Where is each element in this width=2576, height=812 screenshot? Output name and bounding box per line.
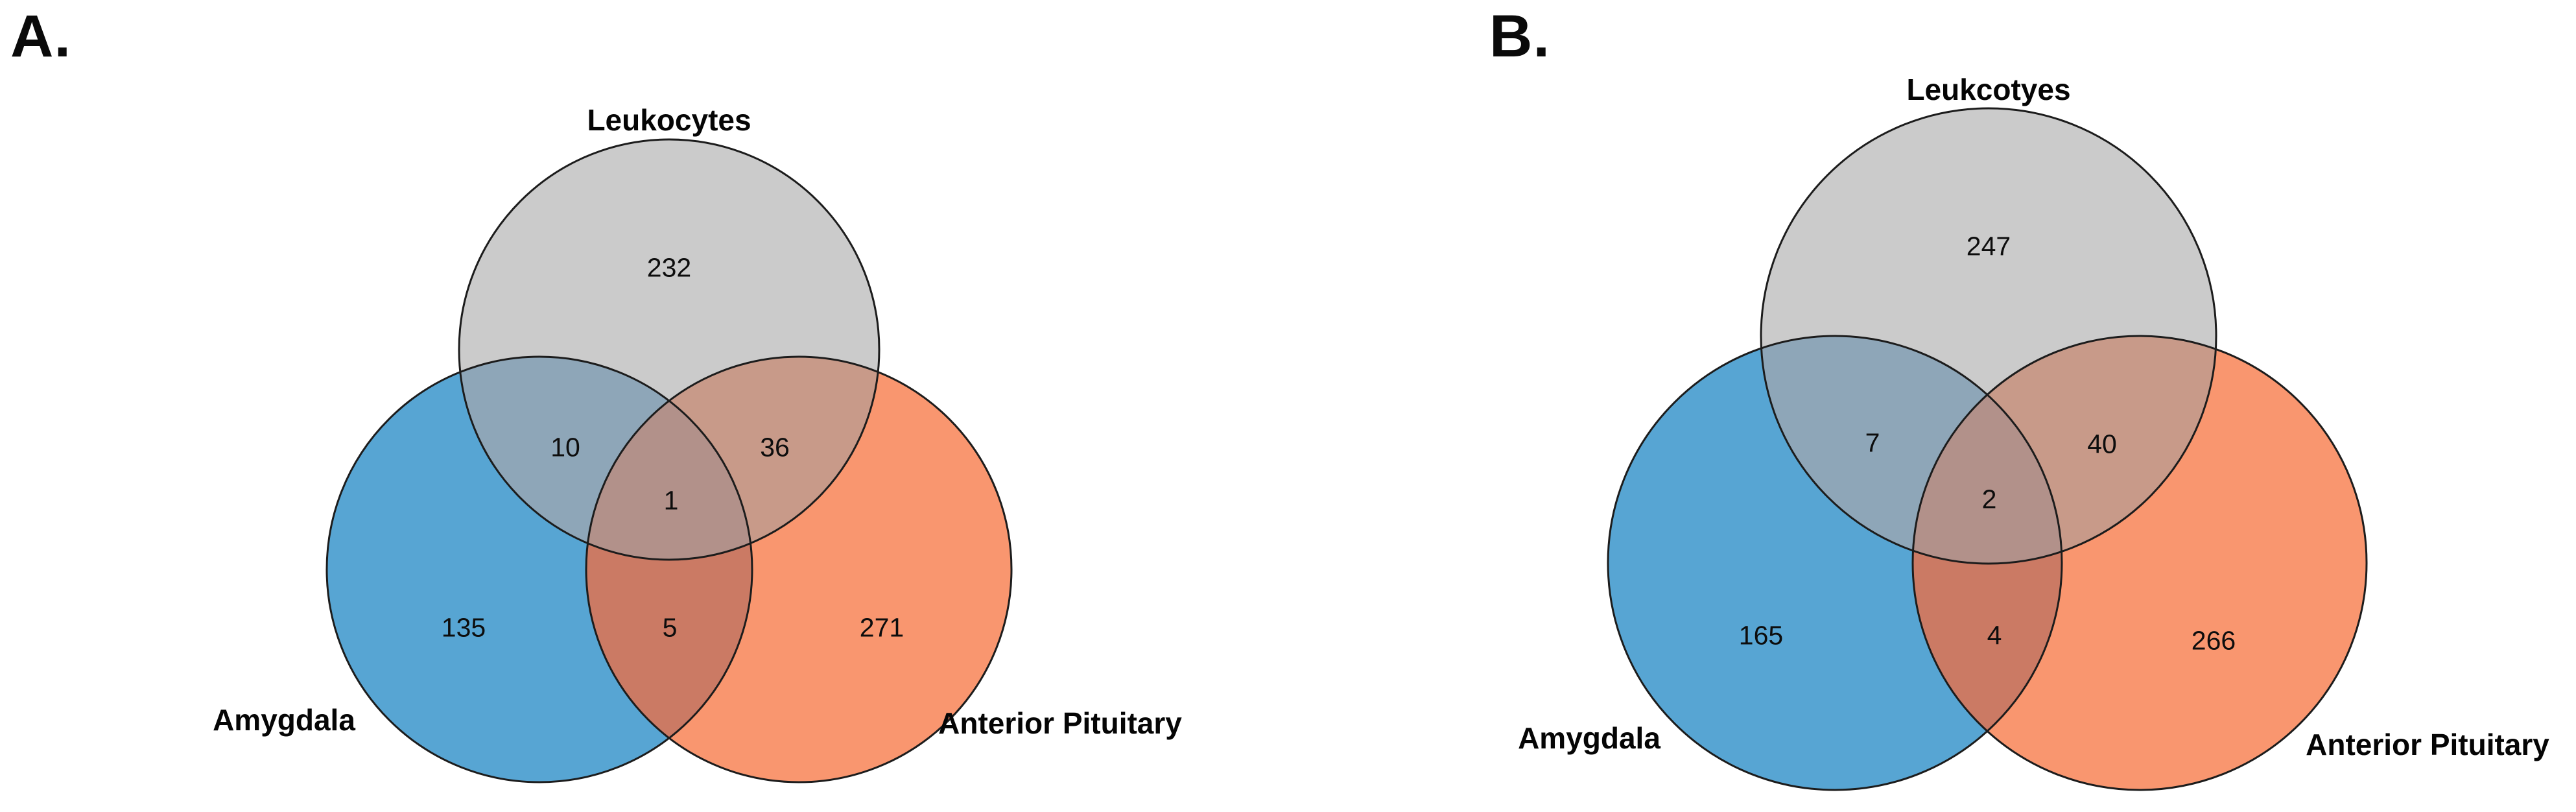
anterior-pituitary-circle-outline [585, 355, 1013, 783]
count-leukocytes-only: 247 [1966, 231, 2011, 261]
anterior-pituitary-circle-outline [1911, 335, 2368, 791]
region-leukocytes-anterior-pituitary [586, 357, 879, 560]
set-label-amygdala: Amygdala [1518, 721, 1660, 755]
panel-b-letter: B. [1489, 3, 1550, 69]
leukocytes-circle-outline [1760, 107, 2217, 565]
amygdala-circle-outline [325, 355, 753, 783]
set-label-anterior-pituitary: Anterior Pituitary [2306, 728, 2549, 761]
count-amygdala-anterior-pituitary: 4 [1987, 620, 2002, 651]
venn-diagram-a [325, 138, 1013, 783]
region-leukocytes-amygdala [1761, 336, 2062, 564]
count-leukocytes-anterior-pituitary: 36 [760, 432, 790, 462]
leukocytes-circle-outline [458, 138, 880, 561]
count-amygdala-only: 135 [441, 612, 486, 643]
set-label-anterior-pituitary: Anterior Pituitary [938, 706, 1182, 740]
panel-b: B. [1288, 0, 2575, 812]
count-amygdala-anterior-pituitary: 5 [662, 612, 678, 643]
venn-diagram-b [1607, 107, 2368, 791]
set-label-leukocytes: Leukocytes [587, 103, 751, 137]
count-leukocytes-anterior-pituitary: 40 [2087, 429, 2117, 459]
count-all-three: 2 [1981, 484, 1997, 514]
amygdala-circle-outline [1607, 335, 2063, 791]
count-leukocytes-amygdala: 7 [1865, 427, 1880, 458]
panel-a-letter: A. [10, 3, 71, 69]
count-leukocytes-amygdala: 10 [550, 432, 580, 462]
panel-a: A. [10, 3, 1182, 783]
count-all-three: 1 [663, 485, 679, 516]
count-anterior-pituitary-only: 271 [859, 612, 904, 643]
count-anterior-pituitary-only: 266 [2191, 625, 2236, 656]
count-leukocytes-only: 232 [646, 252, 692, 283]
region-leukocytes-amygdala [459, 357, 752, 560]
set-label-amygdala: Amygdala [213, 703, 355, 737]
set-label-leukocytes: Leukcotyes [1906, 73, 2071, 106]
count-amygdala-only: 165 [1738, 620, 1784, 651]
region-leukocytes-anterior-pituitary [1913, 336, 2216, 564]
